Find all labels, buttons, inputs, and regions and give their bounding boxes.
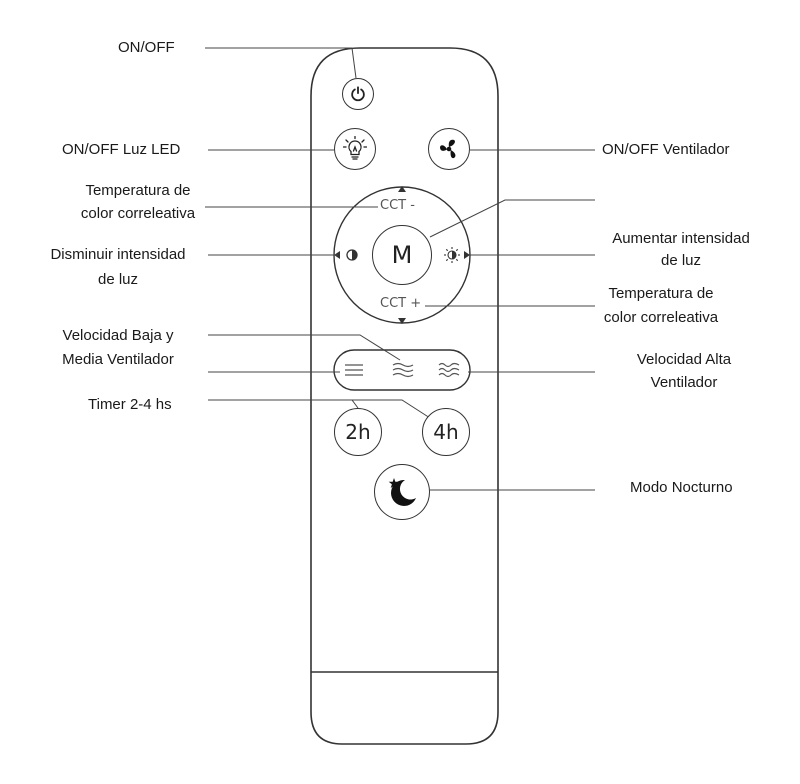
timer-2h-button[interactable]: 2h [334,408,382,456]
dpad-up-arrow [398,186,406,192]
night-mode-button[interactable] [374,464,430,520]
leader-timer-4h [352,399,431,419]
label-inc-1: Aumentar intensidad [612,230,750,247]
leader-inc-m [429,199,595,238]
label-fan: ON/OFF Ventilador [602,141,730,158]
led-button[interactable] [334,128,376,170]
label-speed-high-1: Velocidad Alta [636,351,732,368]
cct-plus-label[interactable]: CCT + [380,296,422,311]
dpad-down-arrow [398,318,406,324]
brighten-icon[interactable] [443,246,461,264]
dpad-right-arrow [464,251,470,259]
wind-high-icon[interactable] [438,362,460,378]
label-led: ON/OFF Luz LED [62,141,181,158]
label-cct-bot-2: color correleativa [603,309,719,326]
power-button[interactable] [342,78,374,110]
label-dim-1: Disminuir intensidad [50,246,186,263]
timer-4h-button[interactable]: 4h [422,408,470,456]
cct-minus-label[interactable]: CCT - [380,198,415,213]
label-on-off: ON/OFF [118,39,175,56]
leader-on-off-drop [351,47,357,79]
power-icon [351,86,365,102]
dim-icon[interactable] [344,247,360,263]
fan-speed-pill [333,349,471,391]
leader-timer [208,399,359,409]
label-cct-top-2: color correleativa [80,205,196,222]
wind-low-icon[interactable] [344,362,364,378]
remote-body [310,47,499,745]
label-night: Modo Nocturno [630,479,733,496]
label-cct-bot-1: Temperatura de [608,285,714,302]
label-cct-top-1: Temperatura de [85,182,191,199]
moon-star-icon [388,478,416,506]
label-speed-low-2: Media Ventilador [62,351,174,368]
label-timer: Timer 2-4 hs [88,396,172,413]
label-speed-low-1: Velocidad Baja y [62,327,174,344]
label-speed-high-2: Ventilador [650,374,718,391]
leader-speed-mid [208,334,401,361]
mode-button[interactable]: M [372,225,432,285]
fan-button[interactable] [428,128,470,170]
label-dim-2: de luz [97,271,139,288]
label-inc-2: de luz [660,252,702,269]
bulb-icon [343,136,367,160]
wind-mid-icon[interactable] [392,362,414,378]
fan-icon [440,139,456,159]
